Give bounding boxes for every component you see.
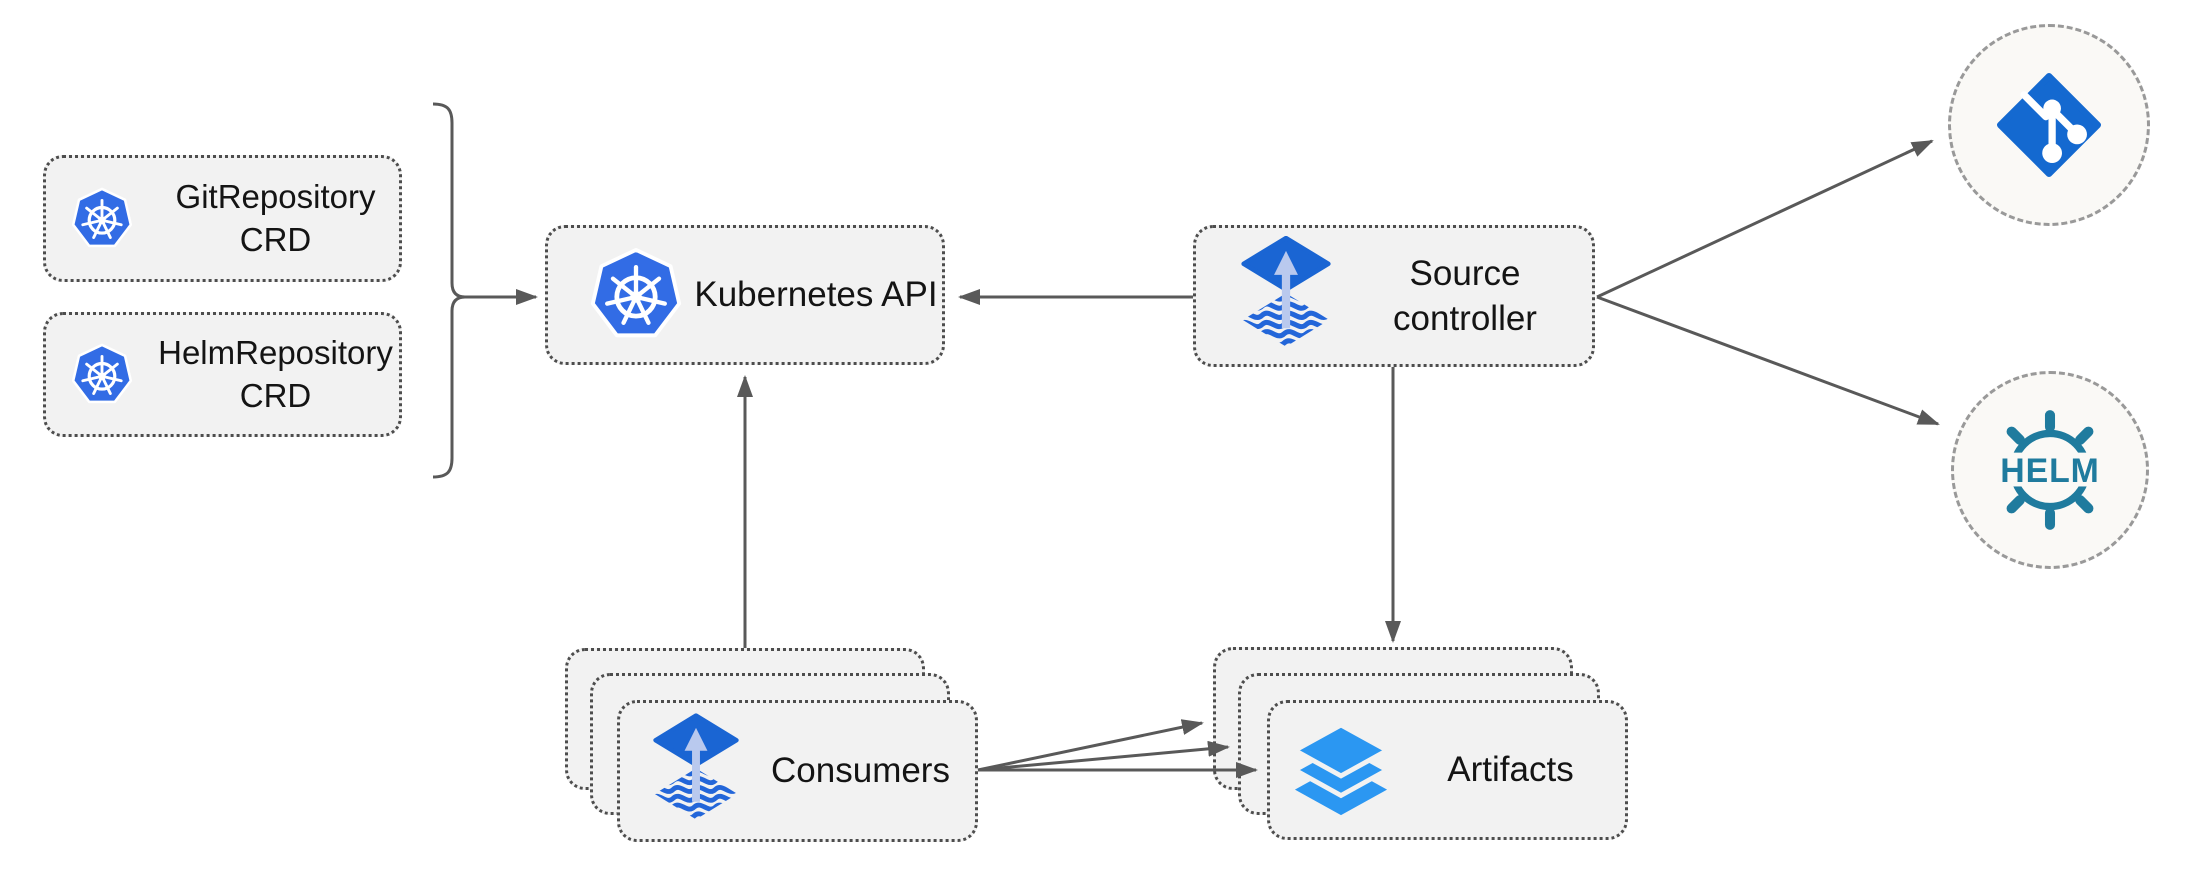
edge-consumers-to-artifacts-2: [977, 740, 1230, 772]
artifacts-label: Artifacts: [1447, 750, 1574, 790]
helmrepository-crd-node: HelmRepository CRD: [43, 312, 402, 437]
flux-source-icon: [653, 713, 739, 820]
flux-source-icon: [1241, 236, 1331, 347]
edge-consumers-to-artifacts-1: [977, 719, 1204, 772]
edge-source-to-git: [1596, 139, 1934, 299]
git-icon: [1997, 73, 2101, 177]
gitrepository-crd-label: GitRepository CRD: [175, 177, 376, 258]
kubernetes-api-node: Kubernetes API: [545, 225, 945, 365]
source-controller-node: Source controller: [1193, 225, 1595, 367]
kubernetes-icon: [71, 343, 133, 403]
crd-group-bracket: [432, 102, 466, 479]
layers-icon: [1292, 722, 1390, 816]
kubernetes-api-label: Kubernetes API: [694, 275, 938, 315]
kubernetes-icon: [590, 247, 682, 338]
helm-logo-text: HELM: [2000, 452, 2099, 490]
consumers-node: Consumers: [617, 700, 978, 842]
consumers-label: Consumers: [771, 751, 950, 791]
kubernetes-icon: [71, 187, 133, 247]
artifacts-node: Artifacts: [1267, 700, 1628, 840]
helm-icon: HELM: [1993, 410, 2107, 530]
gitrepository-crd-node: GitRepository CRD: [43, 155, 402, 282]
source-controller-label: Source controller: [1393, 253, 1537, 339]
git-repository-circle: [1948, 24, 2150, 226]
helm-repository-circle: HELM: [1951, 371, 2149, 569]
edge-source-to-helm: [1596, 295, 1940, 426]
helmrepository-crd-label: HelmRepository CRD: [158, 333, 393, 414]
